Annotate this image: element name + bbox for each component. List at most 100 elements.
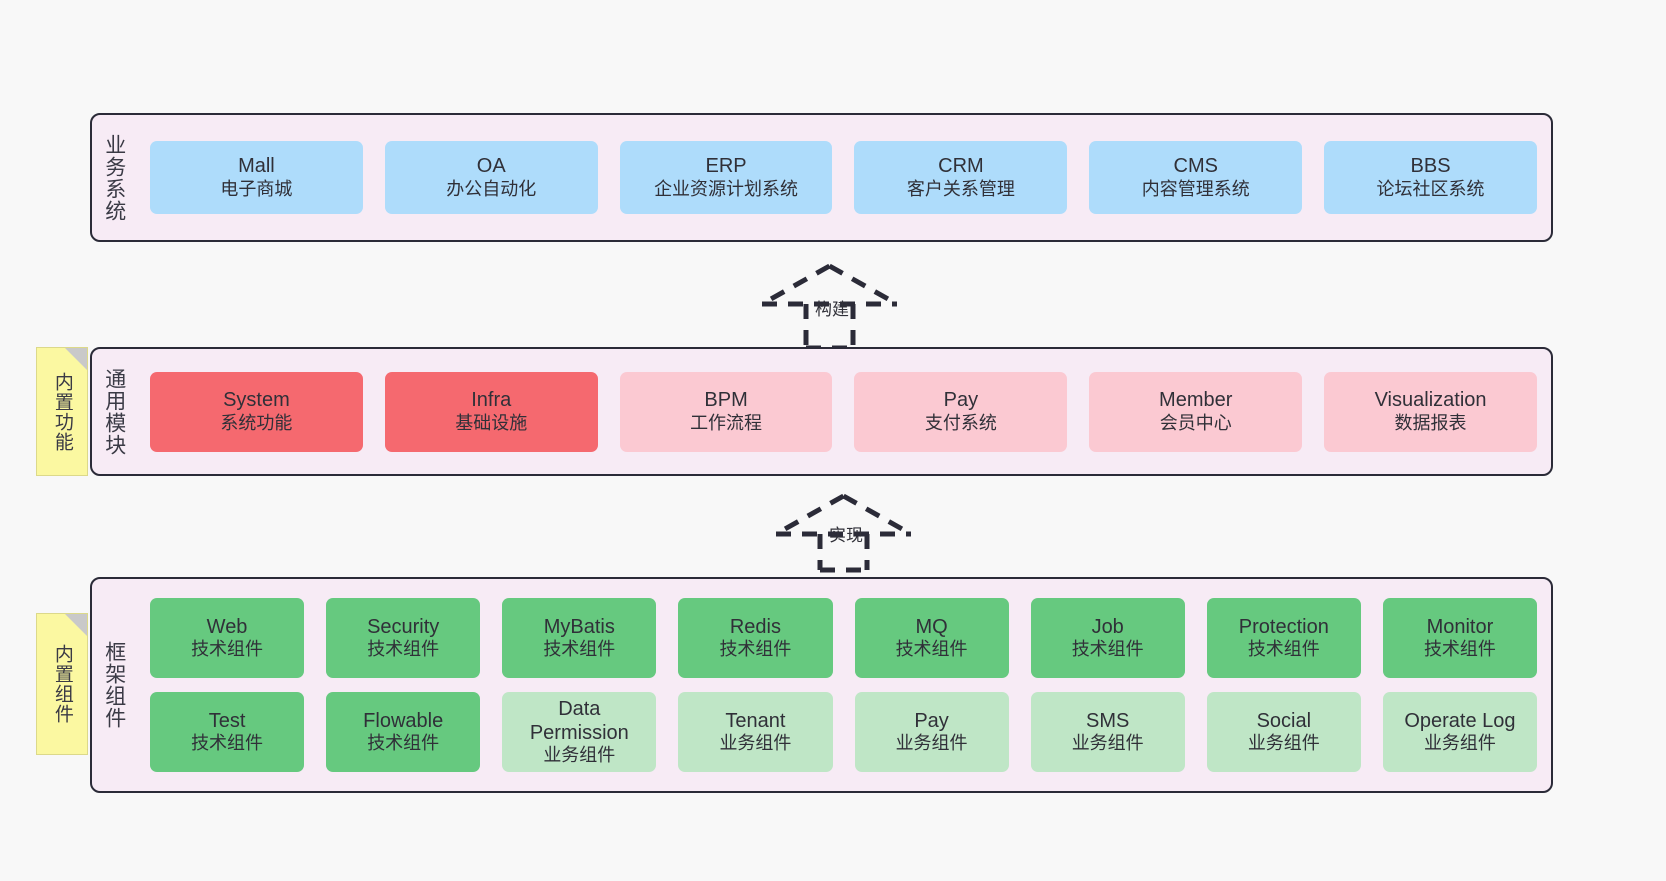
layer-business-system-title: 业务系统 — [102, 133, 126, 222]
node-redis-en: Redis — [729, 615, 781, 638]
node-erp[interactable]: ERP 企业资源计划系统 — [619, 141, 833, 214]
node-member-en: Member — [1159, 389, 1233, 412]
node-bbs[interactable]: BBS 论坛社区系统 — [1324, 141, 1537, 214]
business-node-row: Mall 电子商城 OA 办公自动化 ERP 企业资源计划系统 CRM 客户关系… — [150, 141, 1537, 214]
node-monitor-en: Monitor — [1426, 615, 1494, 638]
arrow-implement-label: 实现 — [829, 526, 863, 545]
layer-framework-component-body: Web 技术组件 Security 技术组件 MyBatis 技术组件 Redi… — [136, 579, 1551, 791]
node-sms[interactable]: SMS 业务组件 — [1030, 692, 1185, 772]
node-mq-en: MQ — [915, 615, 948, 638]
node-operate-log-cn: 业务组件 — [1423, 733, 1496, 754]
arrow-implement: 实现 — [771, 492, 916, 573]
node-infra[interactable]: Infra 基础设施 — [384, 371, 598, 452]
node-visualization-en: Visualization — [1374, 389, 1487, 412]
node-crm[interactable]: CRM 客户关系管理 — [854, 141, 1068, 214]
node-operate-log-en: Operate Log — [1404, 709, 1516, 732]
arrow-implement-icon — [774, 493, 913, 573]
node-oa[interactable]: OA 办公自动化 — [384, 141, 598, 214]
node-protection[interactable]: Protection 技术组件 — [1206, 598, 1361, 678]
node-mq-cn: 技术组件 — [895, 639, 968, 660]
node-mall-en: Mall — [238, 155, 275, 178]
node-system[interactable]: System 系统功能 — [150, 371, 363, 452]
node-social[interactable]: Social 业务组件 — [1206, 692, 1361, 772]
node-member[interactable]: Member 会员中心 — [1089, 371, 1303, 452]
node-mq[interactable]: MQ 技术组件 — [854, 598, 1009, 678]
layer-business-system: 业务系统 Mall 电子商城 OA 办公自动化 ERP 企业资源计划系统 CRM… — [90, 113, 1553, 242]
node-social-cn: 业务组件 — [1247, 733, 1320, 754]
node-protection-en: Protection — [1238, 615, 1329, 638]
layer-common-module-body: System 系统功能 Infra 基础设施 BPM 工作流程 Pay 支付系统… — [136, 349, 1551, 474]
node-web[interactable]: Web 技术组件 — [150, 598, 305, 678]
node-security-cn: 技术组件 — [367, 639, 440, 660]
node-flowable[interactable]: Flowable 技术组件 — [326, 692, 481, 772]
node-redis[interactable]: Redis 技术组件 — [678, 598, 833, 678]
node-protection-cn: 技术组件 — [1247, 639, 1320, 660]
layer-common-module-title: 通用模块 — [102, 367, 126, 456]
node-sms-cn: 业务组件 — [1071, 733, 1144, 754]
node-job-cn: 技术组件 — [1071, 639, 1144, 660]
node-pay-module[interactable]: Pay 支付系统 — [854, 371, 1068, 452]
node-bpm-cn: 工作流程 — [690, 412, 763, 433]
node-operate-log[interactable]: Operate Log 业务组件 — [1382, 692, 1537, 772]
node-mall-cn: 电子商城 — [220, 178, 293, 199]
node-visualization-cn: 数据报表 — [1394, 412, 1467, 433]
layer-business-system-body: Mall 电子商城 OA 办公自动化 ERP 企业资源计划系统 CRM 客户关系… — [136, 115, 1551, 240]
node-erp-en: ERP — [705, 155, 747, 178]
node-mall[interactable]: Mall 电子商城 — [150, 141, 363, 214]
node-bpm[interactable]: BPM 工作流程 — [619, 371, 833, 452]
layer-common-module: 通用模块 System 系统功能 Infra 基础设施 BPM 工作流程 Pay… — [90, 347, 1553, 476]
node-bbs-cn: 论坛社区系统 — [1376, 178, 1485, 199]
node-oa-cn: 办公自动化 — [446, 178, 537, 199]
node-job-en: Job — [1091, 615, 1124, 638]
node-mybatis-en: MyBatis — [543, 615, 615, 638]
node-tenant[interactable]: Tenant 业务组件 — [678, 692, 833, 772]
framework-tech-row: Web 技术组件 Security 技术组件 MyBatis 技术组件 Redi… — [150, 598, 1537, 678]
node-crm-en: CRM — [938, 155, 984, 178]
node-mybatis-cn: 技术组件 — [543, 639, 616, 660]
node-bpm-en: BPM — [704, 389, 748, 412]
node-social-en: Social — [1256, 709, 1312, 732]
node-cms[interactable]: CMS 内容管理系统 — [1089, 141, 1303, 214]
node-cms-cn: 内容管理系统 — [1141, 178, 1250, 199]
node-data-permission-en: Data Permission — [529, 698, 629, 744]
arrow-build: 构建 — [757, 262, 902, 351]
node-system-en: System — [223, 389, 290, 412]
layer-framework-component-title: 框架组件 — [102, 641, 126, 729]
node-data-permission-cn: 业务组件 — [543, 744, 616, 765]
node-security[interactable]: Security 技术组件 — [326, 598, 481, 678]
node-mybatis[interactable]: MyBatis 技术组件 — [502, 598, 657, 678]
node-infra-en: Infra — [471, 389, 512, 412]
node-test[interactable]: Test 技术组件 — [150, 692, 305, 772]
node-pay-component[interactable]: Pay 业务组件 — [854, 692, 1009, 772]
arrow-build-label: 构建 — [815, 300, 849, 319]
node-member-cn: 会员中心 — [1159, 412, 1232, 433]
node-pay-component-en: Pay — [914, 709, 949, 732]
node-pay-module-en: Pay — [943, 389, 979, 412]
node-test-en: Test — [208, 709, 246, 732]
node-security-en: Security — [367, 615, 440, 638]
node-test-cn: 技术组件 — [191, 733, 264, 754]
node-monitor[interactable]: Monitor 技术组件 — [1382, 598, 1537, 678]
sticky-note-builtin-components: 内置组件 — [36, 613, 88, 755]
node-crm-cn: 客户关系管理 — [906, 178, 1015, 199]
node-bbs-en: BBS — [1410, 155, 1451, 178]
node-cms-en: CMS — [1173, 155, 1218, 178]
node-redis-cn: 技术组件 — [719, 639, 792, 660]
common-node-row: System 系统功能 Infra 基础设施 BPM 工作流程 Pay 支付系统… — [150, 371, 1537, 452]
node-job[interactable]: Job 技术组件 — [1030, 598, 1185, 678]
node-web-cn: 技术组件 — [191, 639, 264, 660]
node-pay-module-cn: 支付系统 — [924, 412, 997, 433]
node-system-cn: 系统功能 — [220, 412, 293, 433]
layer-framework-component: 框架组件 Web 技术组件 Security 技术组件 MyBatis 技术组件… — [90, 577, 1553, 793]
sticky-fold-icon — [65, 348, 87, 370]
framework-biz-row: Test 技术组件 Flowable 技术组件 Data Permission … — [150, 692, 1537, 772]
sticky-note-builtin-features-label: 内置功能 — [51, 371, 73, 452]
node-visualization[interactable]: Visualization 数据报表 — [1324, 371, 1537, 452]
node-pay-component-cn: 业务组件 — [895, 733, 968, 754]
node-flowable-en: Flowable — [363, 709, 444, 732]
node-data-permission[interactable]: Data Permission 业务组件 — [502, 692, 657, 772]
node-tenant-cn: 业务组件 — [719, 733, 792, 754]
sticky-fold-icon — [65, 614, 87, 636]
node-oa-en: OA — [476, 155, 506, 178]
